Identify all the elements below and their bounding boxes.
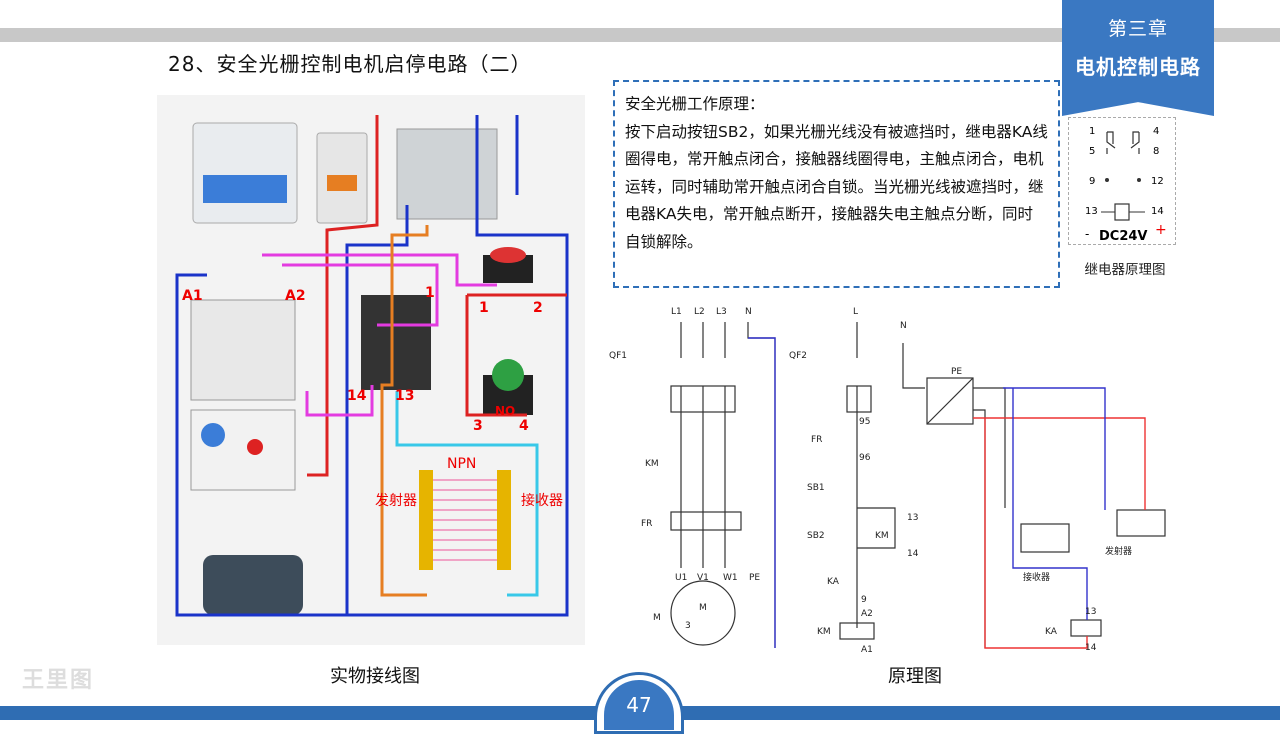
- sch-a1: A1: [861, 645, 873, 655]
- label-a2: A2: [285, 288, 306, 304]
- sch-fr-ctrl: FR: [811, 435, 822, 445]
- sch-13: 13: [907, 513, 918, 523]
- relay-pin-8: 8: [1153, 146, 1159, 157]
- sch-sb1: SB1: [807, 483, 825, 493]
- sch-qf2: QF2: [789, 351, 807, 361]
- sch-three: 3: [685, 621, 691, 631]
- sch-w1: W1: [723, 573, 738, 583]
- sch-ka-ctrl: KA: [827, 577, 840, 587]
- sch-km-coil: KM: [817, 627, 831, 637]
- wiring-svg: A1 A2 1 1 2 3 4 NO 14 13 NPN 发射器 接收器: [175, 115, 569, 617]
- relay-caption: 继电器原理图: [1084, 262, 1166, 278]
- relay-pin-14: 14: [1151, 206, 1164, 217]
- label-3: 3: [473, 418, 483, 434]
- label-emitter: 发射器: [375, 493, 417, 509]
- sch-v1: V1: [697, 573, 709, 583]
- chapter-number: 第三章: [1107, 18, 1168, 40]
- sch-14-ka: 14: [1085, 643, 1097, 653]
- relay-minus: -: [1085, 227, 1089, 241]
- chapter-title: 电机控制电路: [1075, 55, 1201, 79]
- sch-13-ka: 13: [1085, 607, 1096, 617]
- relay-pin-5: 5: [1089, 146, 1095, 157]
- label-no: NO: [495, 404, 515, 418]
- label-13: 13: [395, 388, 414, 404]
- sch-9: 9: [861, 595, 867, 605]
- sch-a2: A2: [861, 609, 873, 619]
- label-14: 14: [347, 388, 367, 404]
- sch-m-left: M: [653, 613, 661, 623]
- label-4: 4: [519, 418, 529, 434]
- relay-plus: +: [1155, 222, 1167, 238]
- wiring-photo: A1 A2 1 1 2 3 4 NO 14 13 NPN 发射器 接收器: [157, 95, 585, 645]
- relay-pin-1: 1: [1089, 126, 1095, 137]
- sch-m: M: [699, 603, 707, 613]
- sch-pe-ps: PE: [951, 367, 962, 377]
- sch-u1: U1: [675, 573, 687, 583]
- watermark: 王里图: [22, 668, 95, 693]
- sch-l: L: [853, 307, 858, 317]
- relay-pin-4: 4: [1153, 126, 1159, 137]
- label-npn: NPN: [447, 456, 476, 472]
- label-2: 2: [533, 300, 543, 316]
- sch-96: 96: [859, 453, 871, 463]
- sch-qf1: QF1: [609, 351, 627, 361]
- label-1: 1: [425, 285, 435, 301]
- sch-receiver: 接收器: [1023, 571, 1050, 583]
- sch-l1: L1: [671, 307, 682, 317]
- note-body: 按下启动按钮SB2，如果光栅光线没有被遮挡时，继电器KA线圈得电，常开触点闭合，…: [625, 122, 1048, 251]
- principle-note: 安全光栅工作原理： 按下启动按钮SB2，如果光栅光线没有被遮挡时，继电器KA线圈…: [613, 80, 1060, 288]
- note-heading: 安全光栅工作原理：: [625, 95, 765, 113]
- sch-l3: L3: [716, 307, 727, 317]
- sch-km-main: KM: [645, 459, 659, 469]
- sch-sb2: SB2: [807, 531, 825, 541]
- sch-95: 95: [859, 417, 870, 427]
- sch-ka-coil: KA: [1045, 627, 1058, 637]
- sch-14: 14: [907, 549, 919, 559]
- sch-pe-motor: PE: [749, 573, 760, 583]
- sch-km-aux: KM: [875, 531, 889, 541]
- relay-voltage: DC24V: [1099, 229, 1147, 244]
- label-1b: 1: [479, 300, 489, 316]
- relay-pin-9: 9: [1089, 176, 1095, 187]
- top-bar: [0, 28, 1280, 42]
- relay-svg: 1 4 5 8 9 12 13 14 - DC24V +: [1085, 126, 1167, 244]
- sch-fr-main: FR: [641, 519, 652, 529]
- relay-pin-12: 12: [1151, 176, 1164, 187]
- label-a1: A1: [182, 288, 203, 304]
- relay-diagram: 1 4 5 8 9 12 13 14 - DC24V +: [1068, 117, 1176, 245]
- page-title: 28、安全光栅控制电机启停电路（二）: [168, 52, 532, 76]
- schematic-diagram: L1 L2 L3 N QF1 KM FR U1 V1 W1 PE M 3 M L…: [605, 298, 1175, 658]
- sch-n-ps: N: [900, 321, 907, 331]
- sch-l2: L2: [694, 307, 705, 317]
- sch-emitter: 发射器: [1105, 545, 1132, 557]
- label-receiver: 接收器: [521, 492, 563, 509]
- schematic-svg: L1 L2 L3 N QF1 KM FR U1 V1 W1 PE M 3 M L…: [609, 307, 1166, 655]
- schematic-caption: 原理图: [888, 666, 942, 687]
- chapter-badge: 第三章 电机控制电路: [1062, 0, 1214, 116]
- sch-n: N: [745, 307, 752, 317]
- photo-caption: 实物接线图: [330, 666, 420, 687]
- relay-pin-13: 13: [1085, 206, 1098, 217]
